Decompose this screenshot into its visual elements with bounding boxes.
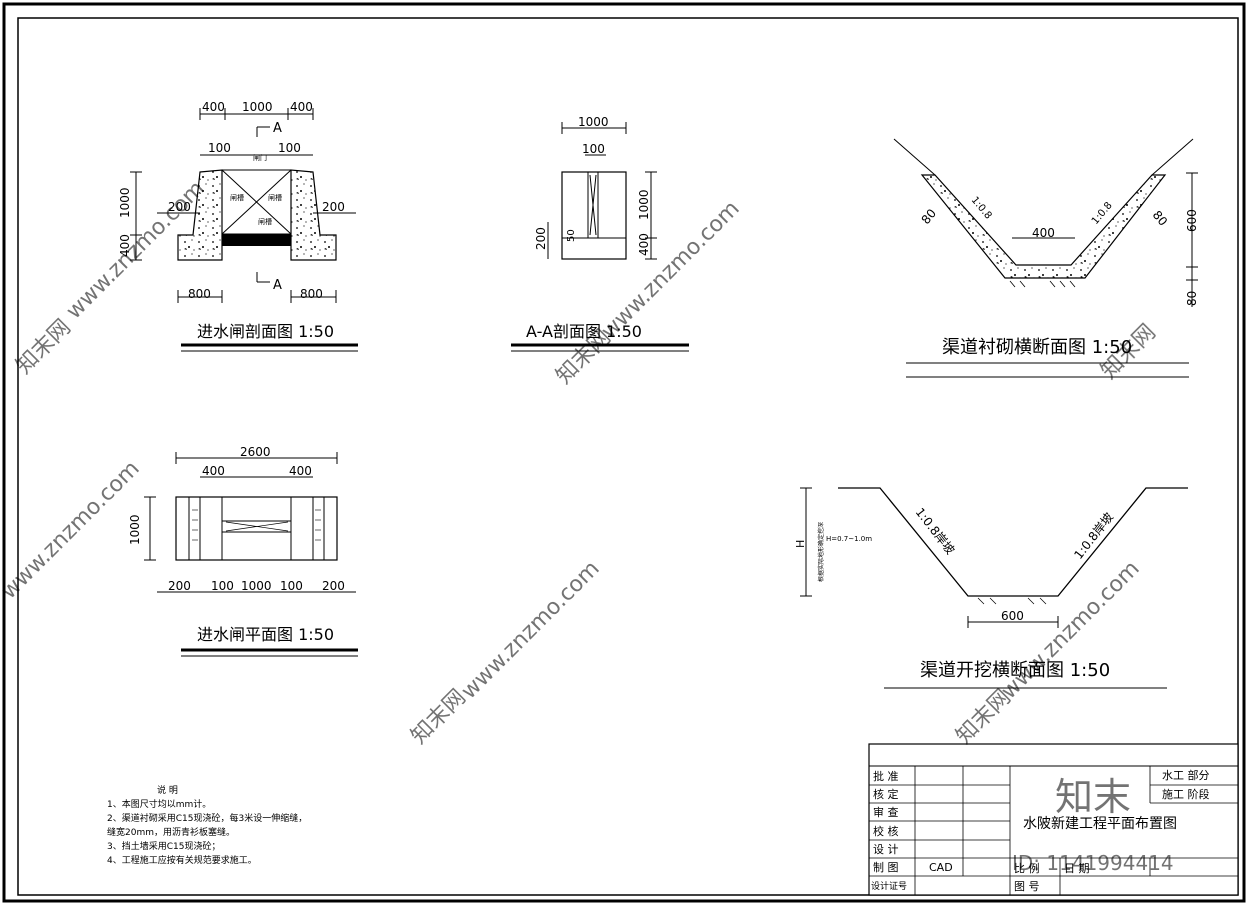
label-slot-left: 闸槽 — [230, 193, 244, 202]
note-1: 1、本图尺寸均以mm计。 — [107, 798, 211, 810]
gate-section-drawing: 400 1000 400 A 100 100 闸门 闸槽 闸槽 闸槽 200 2… — [118, 100, 358, 352]
exc-h-note: H=0.7~1.0m — [826, 535, 872, 543]
lining-thick-right: 80 — [1150, 208, 1171, 229]
dim-top-left: 400 — [202, 100, 225, 114]
watermark-site-3: www.znzmo.com — [457, 556, 605, 704]
aa-dim-height-upper: 1000 — [637, 189, 651, 220]
title-aa-section: A-A剖面图 1:50 — [526, 322, 642, 341]
tb-drawing-name: 水陂新建工程平面布置图 — [1023, 816, 1177, 832]
aa-section-drawing: 1000 100 1000 400 200 50 A-A剖面图 1:50 — [511, 115, 689, 352]
notes-block: 说 明 1、本图尺寸均以mm计。 2、渠道衬砌采用C15现浇砼，每3米设一伸缩缝… — [107, 784, 307, 866]
watermark-brand-3: 知末网 — [407, 685, 471, 749]
dim-inner-right: 100 — [278, 141, 301, 155]
inner-frame — [17, 17, 1239, 896]
notes-heading: 说 明 — [157, 784, 178, 796]
plan-dim-height: 1000 — [128, 514, 142, 545]
watermark-id: ID: 1141994414 — [1012, 851, 1174, 875]
aa-dim-width: 1000 — [578, 115, 609, 129]
tb-row-approve: 批 准 — [873, 769, 899, 783]
dim-bottom-right: 800 — [300, 287, 323, 301]
title-block: 批 准 核 定 审 查 校 核 设 计 制 图 设计证号 CAD 水工 部分 施… — [868, 743, 1239, 896]
lining-thick-left: 80 — [919, 206, 940, 227]
label-gate: 闸门 — [253, 153, 267, 162]
title-gate-section: 进水闸剖面图 1:50 — [197, 322, 334, 341]
dim-side-right: 200 — [322, 200, 345, 214]
dim-inner-left: 100 — [208, 141, 231, 155]
exc-slope-right: 1:0.8岸坡 — [1071, 510, 1116, 562]
exc-slope-left: 1:0.8岸坡 — [913, 505, 958, 557]
canal-lining-drawing: 400 1:0.8 1:0.8 80 80 600 80 渠道衬砌横断面图 1:… — [893, 138, 1199, 378]
label-slot-right: 闸槽 — [268, 193, 282, 202]
tb-drawing-no-label: 图 号 — [1014, 880, 1040, 893]
note-4: 3、挡土墙采用C15现浇砼； — [107, 840, 220, 852]
aa-dim-left-small: 50 — [566, 229, 577, 242]
section-mark-top: A — [273, 121, 282, 136]
plan-dim-b3: 1000 — [241, 579, 272, 593]
gate-plan-drawing: 2600 400 400 1000 200 100 1000 100 200 进… — [128, 445, 358, 657]
dim-top-right: 400 — [290, 100, 313, 114]
tb-row-check: 校 核 — [873, 824, 899, 838]
title-gate-plan: 进水闸平面图 1:50 — [197, 625, 334, 644]
exc-h-mark: H — [794, 540, 807, 548]
plan-dim-b1: 200 — [168, 579, 191, 593]
tb-stage: 施工 阶段 — [1162, 787, 1210, 801]
watermark-logo: 知末 — [1055, 775, 1131, 819]
tb-row-draw: 制 图 — [873, 861, 899, 874]
watermark-site-2: www.znzmo.com — [597, 196, 745, 344]
note-3: 缝宽20mm，用沥青衫板塞缝。 — [107, 826, 235, 838]
plan-dim-total: 2600 — [240, 445, 271, 459]
lining-dim-bottom-thick: 80 — [1185, 291, 1199, 306]
tb-row-cert: 设计证号 — [871, 880, 907, 892]
gate-sill — [222, 234, 291, 246]
note-2: 2、渠道衬砌采用C15现浇砼，每3米设一伸缩缝， — [107, 812, 307, 824]
note-5: 4、工程施工应按有关规范要求施工。 — [107, 854, 257, 866]
lining-dim-height: 600 — [1185, 209, 1199, 232]
title-canal-lining: 渠道衬砌横断面图 1:50 — [942, 337, 1132, 358]
dim-height-upper: 1000 — [118, 187, 132, 218]
tb-row-review: 审 查 — [873, 805, 899, 819]
tb-section: 水工 部分 — [1162, 768, 1210, 782]
watermark-brand-1: 知末网 — [12, 315, 76, 379]
dim-top-mid: 1000 — [242, 100, 273, 114]
plan-dim-right: 400 — [289, 464, 312, 478]
title-canal-excavation: 渠道开挖横断面图 1:50 — [920, 660, 1110, 681]
tb-scale-label: 比 例 — [1014, 861, 1040, 875]
plan-dim-b5: 200 — [322, 579, 345, 593]
exc-dim-bottom: 600 — [1001, 609, 1024, 623]
aa-dim-inner: 100 — [582, 142, 605, 156]
tb-row-design: 设 计 — [873, 843, 899, 856]
plan-dim-left: 400 — [202, 464, 225, 478]
dim-side-left: 200 — [168, 200, 191, 214]
section-mark-bottom: A — [273, 278, 282, 293]
lining-dim-bottom: 400 — [1032, 226, 1055, 240]
tb-date-label: 日 期 — [1064, 862, 1090, 875]
watermark-site-5: www.znzmo.com — [0, 456, 145, 604]
plan-dim-b4: 100 — [280, 579, 303, 593]
dim-bottom-left: 800 — [188, 287, 211, 301]
label-slot-bottom: 闸槽 — [258, 217, 272, 226]
aa-dim-left-lower: 200 — [534, 227, 548, 250]
tb-row-verify: 核 定 — [873, 787, 899, 801]
watermark-site-4: www.znzmo.com — [997, 556, 1145, 704]
tb-drawn-by: CAD — [929, 861, 953, 874]
dim-height-lower: 400 — [118, 234, 132, 257]
aa-dim-height-lower: 400 — [637, 233, 651, 256]
plan-dim-b2: 100 — [211, 579, 234, 593]
exc-side-note: 根据实际地形确定挖深 — [817, 522, 825, 582]
